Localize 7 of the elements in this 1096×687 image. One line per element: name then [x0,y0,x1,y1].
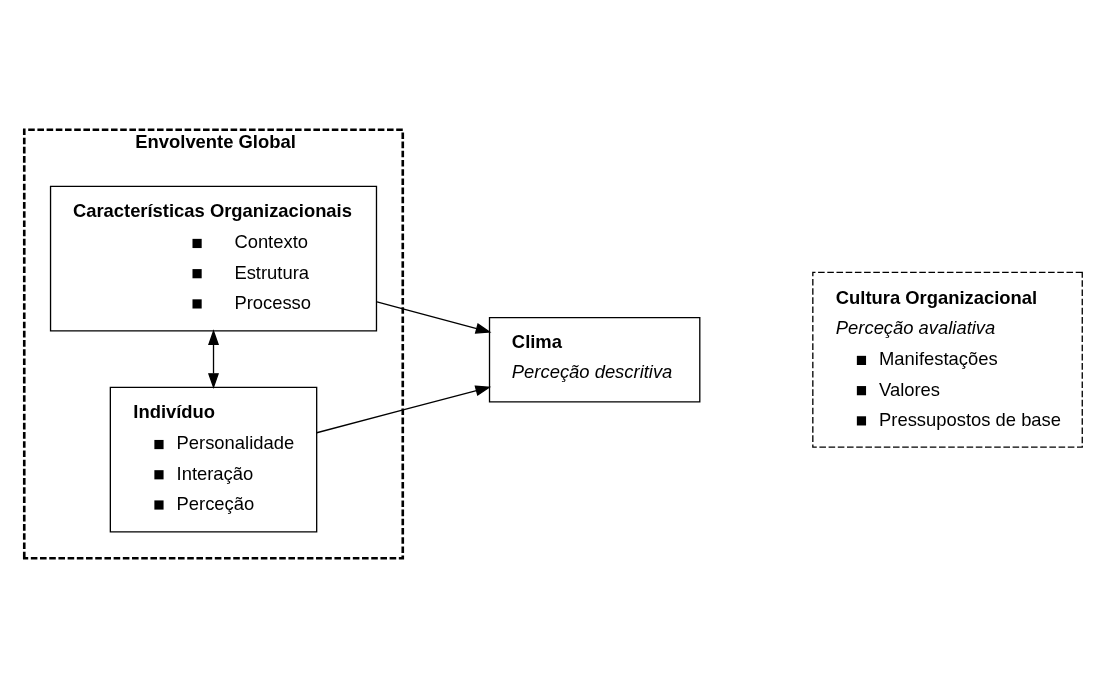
arrow [376,300,492,334]
node-box: Características Organizacionais Contexto Estrutura Processo [49,185,378,331]
node-box: Clima Perceção descritiva [488,316,701,402]
arrow [316,384,492,433]
arrow [208,328,220,389]
node-box: Cultura Organizacional Perceção avaliativa Manifestações Valores Pressupostos de base [812,271,1083,448]
node-box: Indivíduo Personalidade Interação Perceção [109,386,318,533]
